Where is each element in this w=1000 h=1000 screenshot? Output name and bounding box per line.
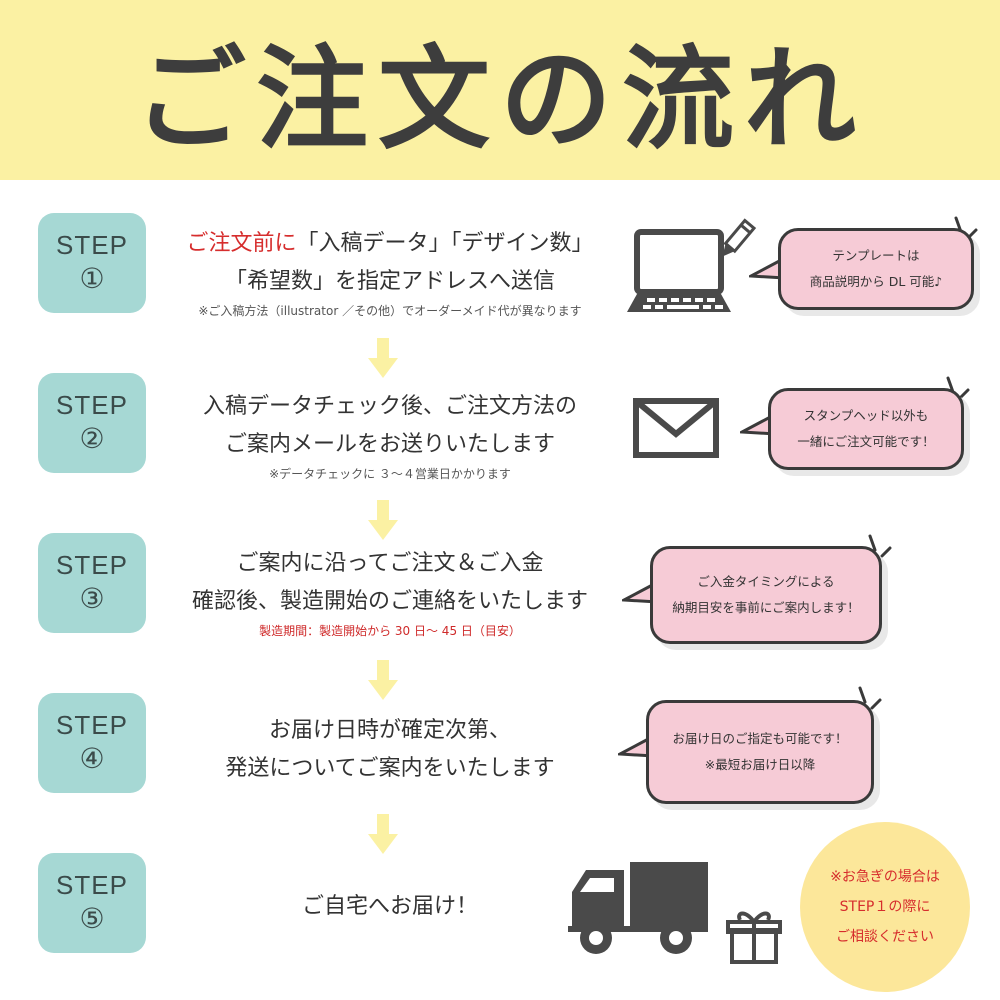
step-1-line1: 「入稿データ」「デザイン数」 (296, 231, 594, 256)
urgent-line: ご相談ください (836, 929, 934, 945)
step-2-line1: 入稿データチェック後、ご注文方法の (202, 394, 577, 419)
tip-bubble-3: ご入金タイミングによる 納期目安を事前にご案内します！ (650, 546, 882, 644)
step-number: ① (79, 261, 105, 295)
step-label: STEP (56, 230, 128, 261)
bubble-line: 納期目安を事前にご案内します！ (672, 600, 860, 615)
pencil-icon (722, 218, 757, 257)
step-4-line2: 発送についてご案内をいたします (225, 756, 555, 781)
step-1-text: ご注文前に「入稿データ」「デザイン数」 「希望数」を指定アドレスへ送信 ※ご入稿… (160, 225, 620, 321)
step-4-badge: STEP ④ (38, 693, 146, 793)
down-arrow-icon (368, 660, 398, 700)
step-3-badge: STEP ③ (38, 533, 146, 633)
step-label: STEP (56, 550, 128, 581)
step-2-note: ※データチェックに ３～４営業日かかります (269, 467, 511, 481)
step-1-line2: 「希望数」を指定アドレスへ送信 (224, 269, 555, 294)
down-arrow-icon (368, 814, 398, 854)
step-3-note: 製造期間：製造開始から 30 日～ 45 日（目安） (259, 624, 521, 638)
bubble-line: スタンプヘッド以外も (803, 408, 929, 423)
down-arrow-icon (368, 338, 398, 378)
header-banner: ご注文の流れ (0, 0, 1000, 180)
laptop-icon (627, 218, 757, 312)
bubble-line: ※最短お届け日以降 (704, 757, 816, 772)
step-4-line1: お届け日時が確定次第、 (268, 718, 511, 743)
step-3-text: ご案内に沿ってご注文＆ご入金 確認後、製造開始のご連絡をいたします 製造期間：製… (160, 545, 620, 641)
bubble-tail (740, 412, 776, 436)
truck-icon (568, 862, 708, 954)
bubble-line: 商品説明から DL 可能♪ (809, 274, 943, 289)
step-5-text: ご自宅へお届け！ (160, 888, 620, 926)
bubble-line: お届け日のご指定も可能です！ (672, 731, 848, 746)
sparkle-icon (868, 534, 892, 558)
step-1-highlight: ご注文前に (186, 231, 297, 256)
step-3-line1: ご案内に沿ってご注文＆ご入金 (236, 551, 544, 576)
tip-bubble-1: テンプレートは 商品説明から DL 可能♪ (778, 228, 974, 310)
step-4-text: お届け日時が確定次第、 発送についてご案内をいたします (160, 712, 620, 788)
urgent-line: STEP１の際に (839, 899, 931, 915)
step-label: STEP (56, 390, 128, 421)
step-5-line1: ご自宅へお届け！ (301, 894, 478, 919)
envelope-icon (633, 398, 719, 458)
bubble-line: 一緒にご注文可能です！ (797, 434, 935, 449)
step-5-badge: STEP ⑤ (38, 853, 146, 953)
down-arrow-icon (368, 500, 398, 540)
page-title: ご注文の流れ (134, 35, 866, 165)
bubble-line: ご入金タイミングによる (697, 574, 835, 589)
step-label: STEP (56, 710, 128, 741)
urgent-notice-circle: ※お急ぎの場合は STEP１の際に ご相談ください (800, 822, 970, 992)
step-1-note: ※ご入稿方法（illustrator ／その他）でオーダーメイド代が異なります (198, 304, 582, 318)
bubble-tail (618, 734, 654, 758)
step-2-line2: ご案内メールをお送りいたします (224, 432, 555, 457)
urgent-line: ※お急ぎの場合は (830, 869, 940, 885)
tip-bubble-4: お届け日のご指定も可能です！ ※最短お届け日以降 (646, 700, 874, 804)
tip-bubble-2: スタンプヘッド以外も 一緒にご注文可能です！ (768, 388, 964, 470)
step-label: STEP (56, 870, 128, 901)
step-number: ② (79, 421, 105, 455)
step-2-text: 入稿データチェック後、ご注文方法の ご案内メールをお送りいたします ※データチェ… (160, 388, 620, 484)
gift-icon (726, 911, 782, 964)
step-2-badge: STEP ② (38, 373, 146, 473)
step-number: ③ (79, 581, 105, 615)
step-3-line2: 確認後、製造開始のご連絡をいたします (191, 589, 588, 614)
bubble-tail (749, 256, 785, 280)
sparkle-icon (858, 686, 882, 710)
bubble-line: テンプレートは (832, 248, 920, 263)
step-number: ④ (79, 741, 105, 775)
step-1-badge: STEP ① (38, 213, 146, 313)
step-number: ⑤ (79, 901, 105, 935)
bubble-tail (622, 580, 658, 604)
